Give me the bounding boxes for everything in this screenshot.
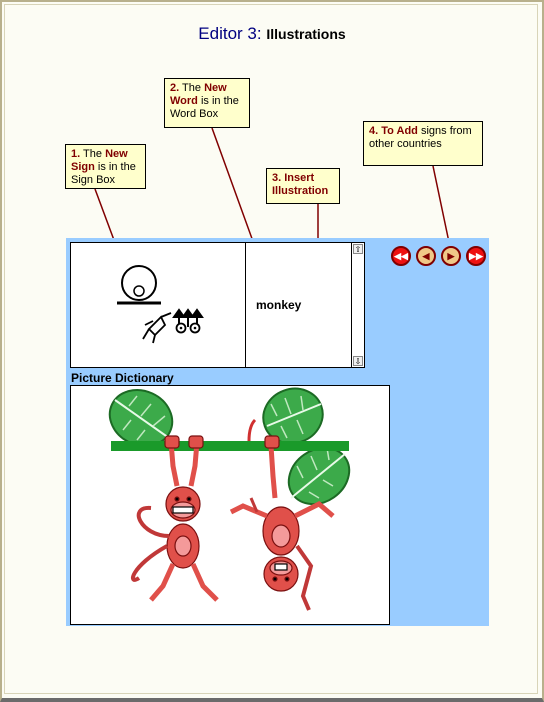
callout-2-pre: The bbox=[182, 82, 202, 94]
callout-1-bold: New Sign bbox=[71, 148, 128, 173]
monkey-right-icon bbox=[229, 435, 335, 611]
page-title: Editor 3: Illustrations bbox=[0, 24, 544, 44]
callout-2-post: is in the Word Box bbox=[170, 95, 239, 120]
leaf-top-icon bbox=[262, 387, 324, 445]
callout-3-number: 3. bbox=[272, 172, 282, 184]
sign-box[interactable] bbox=[70, 242, 246, 368]
callout-4-post: signs from other countries bbox=[369, 125, 472, 150]
callout-insert-illustration: 3. Insert Illustration bbox=[266, 168, 340, 204]
picture-dictionary-label: Picture Dictionary bbox=[71, 371, 174, 385]
callout-to-add: 4. To Add signs from other countries bbox=[363, 121, 483, 166]
monkey-left-icon bbox=[131, 435, 219, 602]
title-sub: Illustrations bbox=[266, 26, 346, 42]
leaf-right-icon bbox=[287, 446, 351, 506]
callout-1-post: is in the Sign Box bbox=[71, 161, 136, 186]
word-box-scrollbar[interactable]: ⇧ ⇩ bbox=[351, 242, 365, 368]
title-main: Editor 3: bbox=[198, 24, 262, 43]
word-box[interactable]: monkey bbox=[245, 242, 352, 368]
previous-button[interactable]: ◀ bbox=[416, 246, 436, 266]
next-button[interactable]: ▶ bbox=[441, 246, 461, 266]
callout-4-bold: To Add bbox=[381, 125, 418, 137]
callout-new-word: 2. The New Word is in the Word Box bbox=[164, 78, 250, 128]
callout-new-sign: 1. The New Sign is in the Sign Box bbox=[65, 144, 146, 189]
callout-1-pre: The bbox=[83, 148, 103, 160]
scroll-down-icon[interactable]: ⇩ bbox=[353, 356, 363, 366]
frame-inner-border bbox=[4, 4, 538, 694]
last-button[interactable]: ▶▶ bbox=[466, 246, 486, 266]
picture-dictionary-box[interactable] bbox=[70, 385, 390, 625]
callout-4-number: 4. bbox=[369, 125, 379, 137]
callout-1-number: 1. bbox=[71, 148, 81, 160]
monkeys-illustration bbox=[108, 387, 351, 611]
first-button[interactable]: ◀◀ bbox=[391, 246, 411, 266]
scroll-up-icon[interactable]: ⇧ bbox=[353, 244, 363, 254]
word-text: monkey bbox=[256, 298, 302, 312]
callout-2-number: 2. bbox=[170, 82, 180, 94]
callout-2-bold: New Word bbox=[170, 82, 227, 107]
sign-writing-symbol bbox=[117, 265, 204, 344]
callout-3-bold: Insert Illustration bbox=[272, 172, 329, 197]
